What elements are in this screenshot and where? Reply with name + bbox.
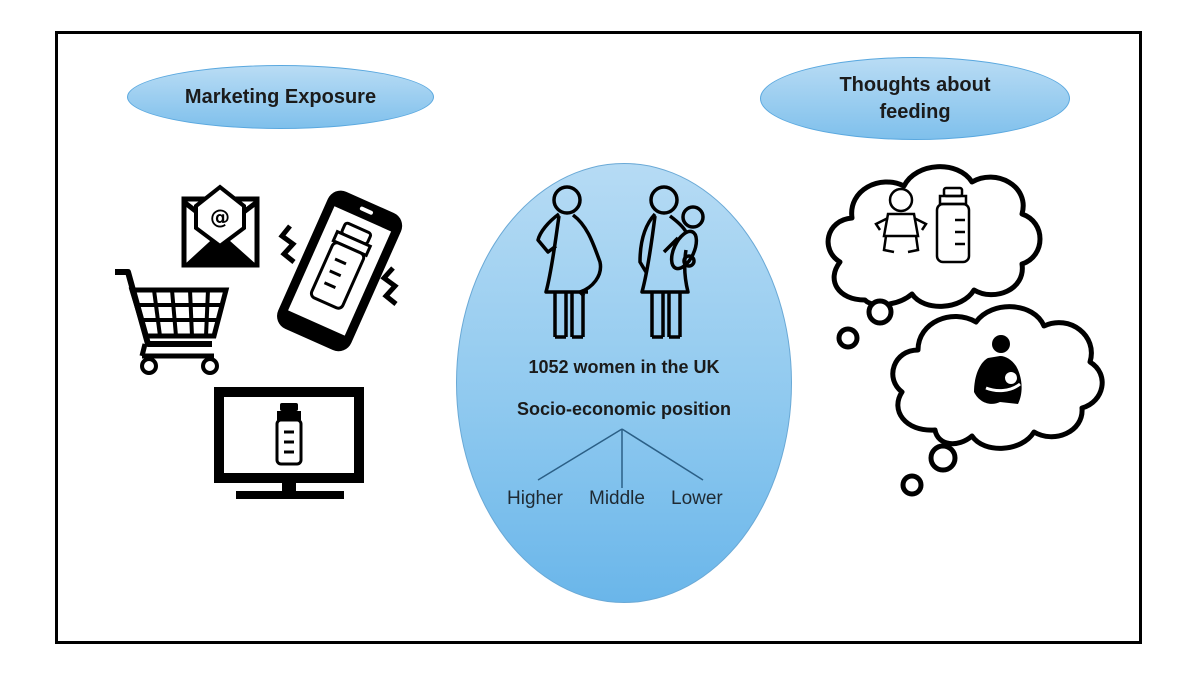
thoughts-about-feeding-text: Thoughts about feeding <box>839 73 991 123</box>
tier-lower: Lower <box>671 488 723 509</box>
thought-dots-upper <box>836 298 894 350</box>
shopping-cart-icon <box>115 269 230 375</box>
monitor-bottle-icon <box>214 387 364 499</box>
sample-size-text: 1052 women in the UK <box>528 357 720 377</box>
tier-higher: Higher <box>507 488 563 509</box>
thoughts-about-feeding-label: Thoughts about feeding <box>760 57 1070 140</box>
diagram-frame <box>55 31 1142 644</box>
tier-middle: Middle <box>589 488 645 509</box>
thought-dots-lower <box>900 443 958 497</box>
envelope-at-icon: @ <box>181 184 260 268</box>
vibrating-phone-bottle-icon <box>277 190 403 352</box>
svg-text:@: @ <box>210 205 230 229</box>
marketing-exposure-label: Marketing Exposure <box>127 65 434 129</box>
baby-and-bottle-thought-icon <box>825 164 1043 309</box>
breastfeeding-thought-icon <box>890 304 1105 451</box>
socio-economic-title: Socio-economic position <box>516 399 731 419</box>
socio-economic-tree <box>537 428 704 488</box>
pregnant-woman-icon <box>536 185 603 339</box>
marketing-exposure-text: Marketing Exposure <box>184 85 377 108</box>
mother-with-baby-icon <box>638 185 705 339</box>
participants-oval <box>456 163 792 603</box>
